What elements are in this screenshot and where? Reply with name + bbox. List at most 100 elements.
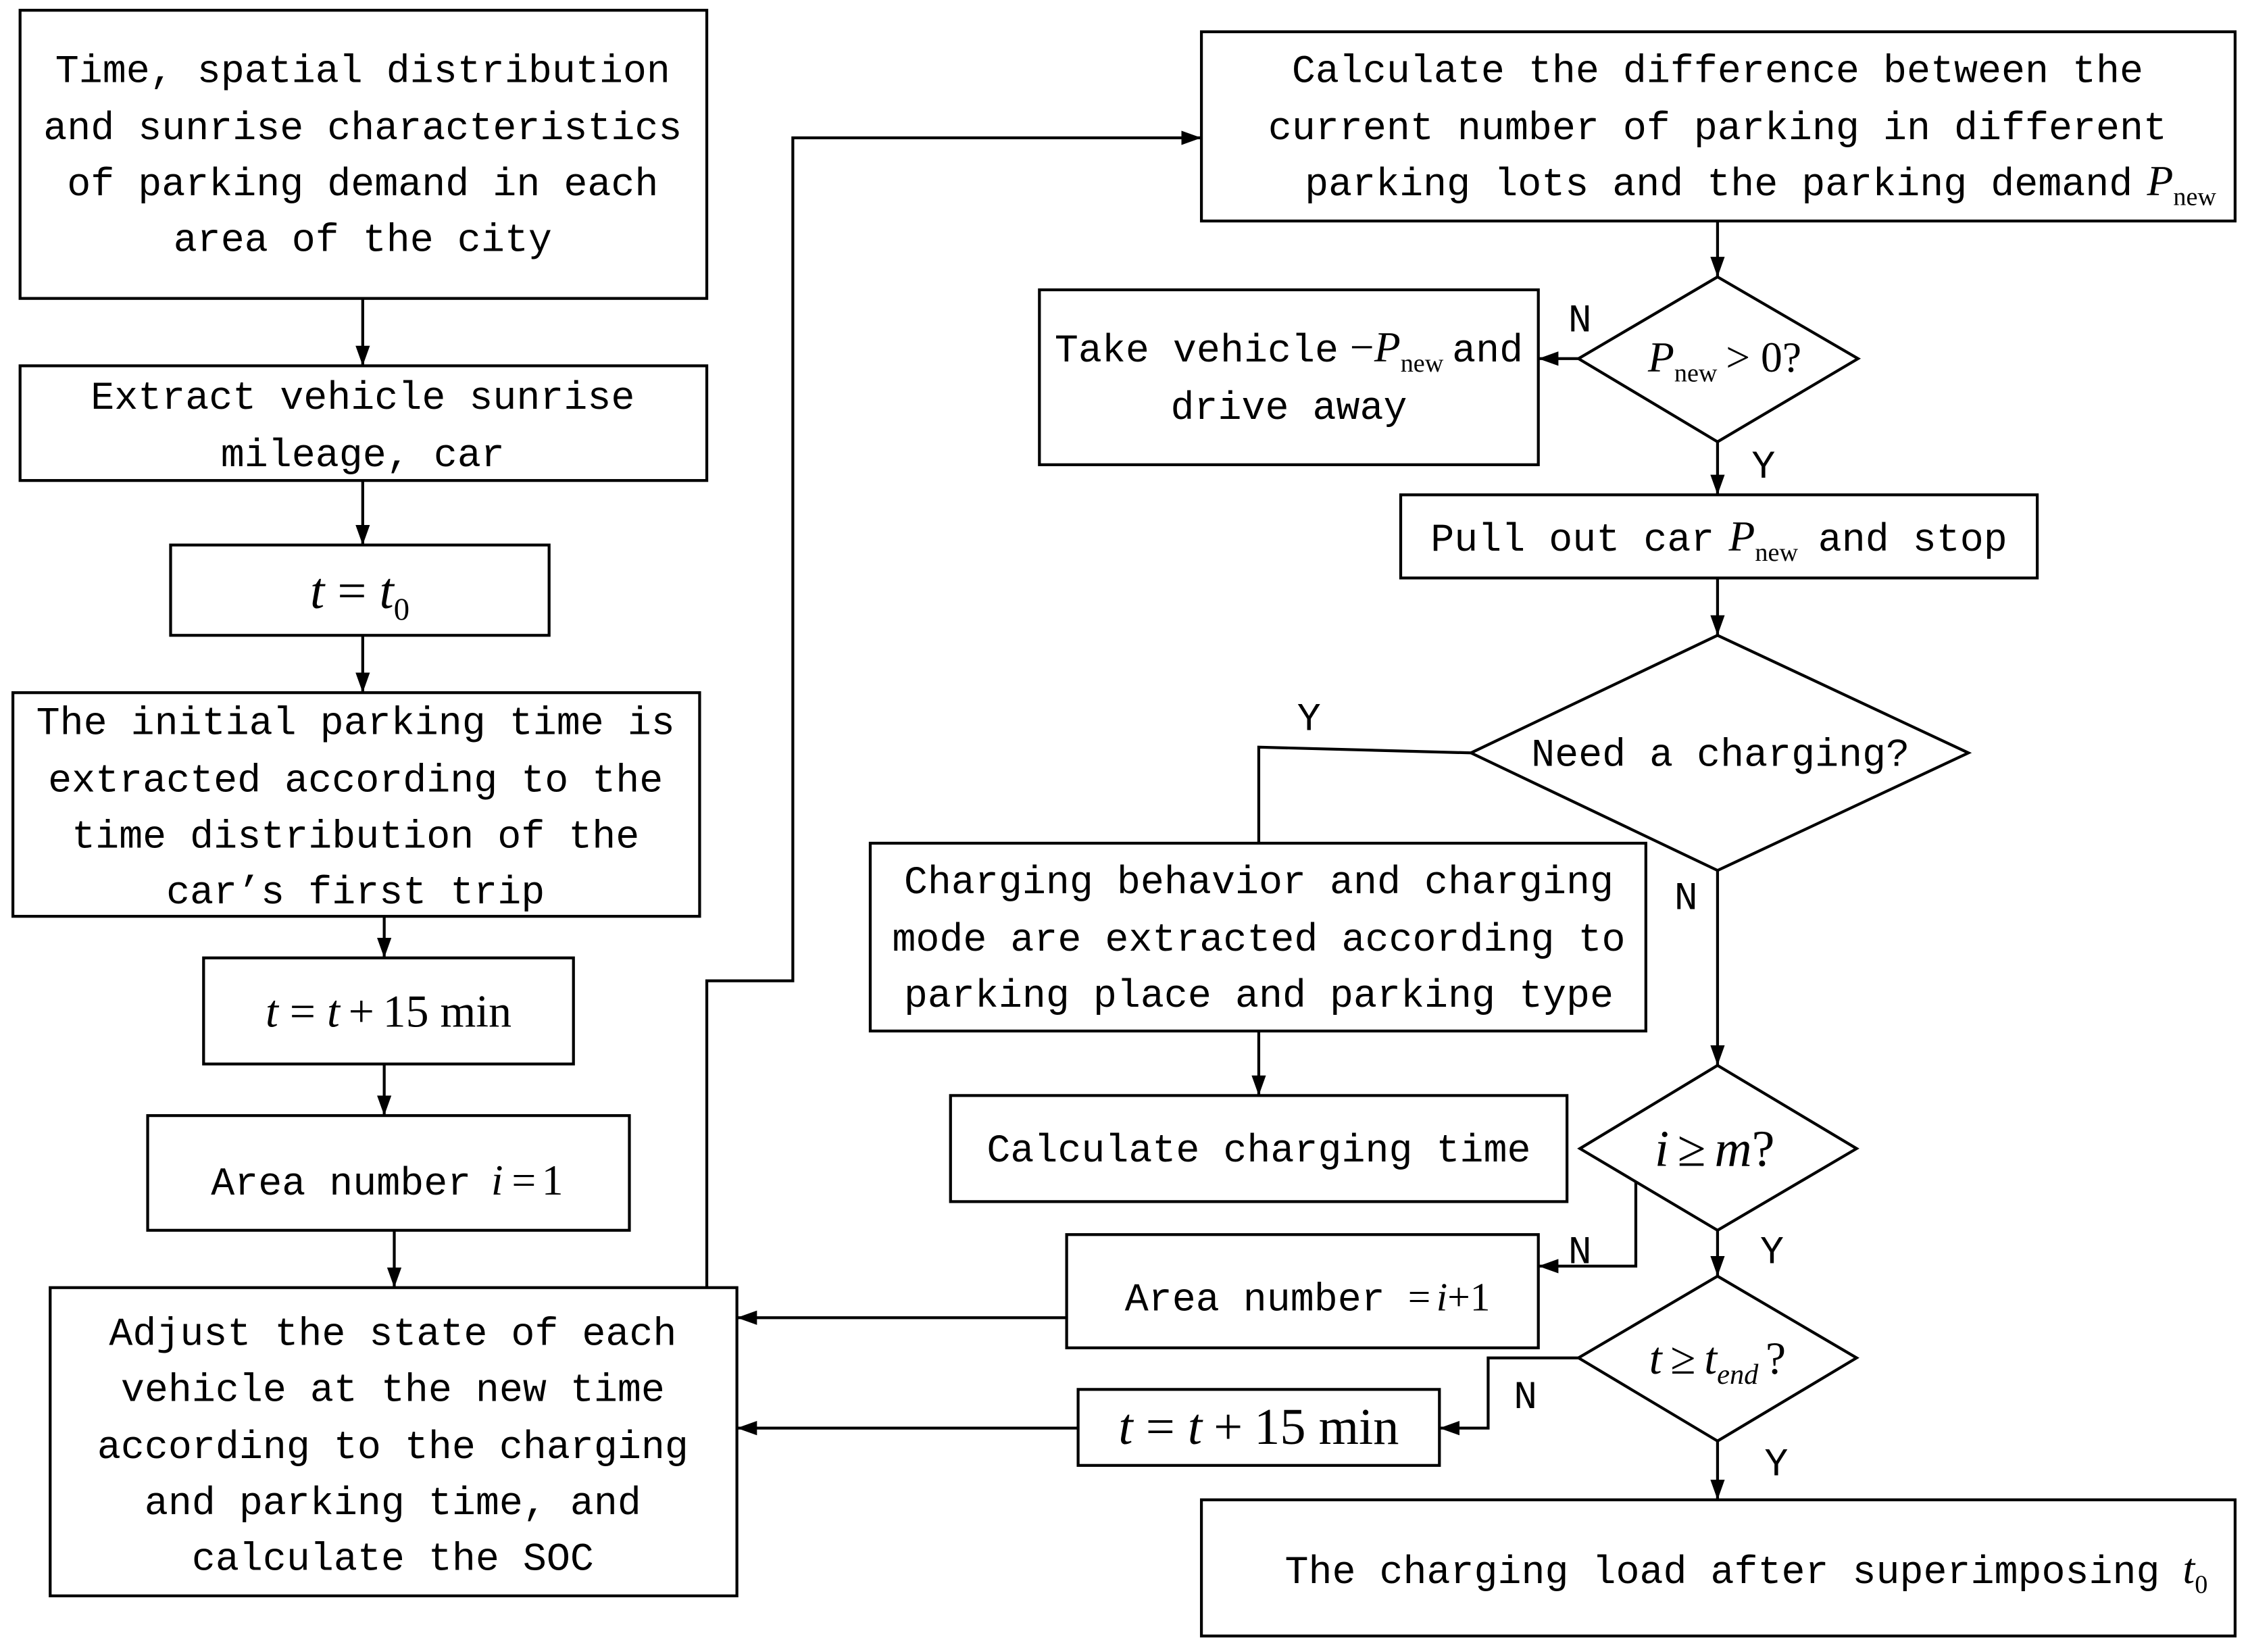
variable-t: t	[1118, 1398, 1134, 1455]
process-box	[18, 364, 709, 482]
condition: > 0?	[1726, 333, 1801, 381]
decision-pnew-check: Pnew> 0?	[1575, 275, 1862, 444]
process-box	[1065, 1233, 1540, 1349]
connectors	[355, 130, 1725, 1500]
step-text-line: extracted according to the	[48, 759, 663, 804]
symbol-p: P	[2146, 157, 2173, 205]
step-unit: min	[440, 986, 511, 1037]
process-box	[1199, 30, 2237, 223]
symbol-p: P	[1374, 323, 1401, 371]
variable-m: m	[1714, 1120, 1751, 1177]
process-box	[202, 956, 575, 1066]
question-mark: ?	[1752, 1120, 1775, 1177]
decision-text: Pnew> 0?	[1647, 333, 1801, 388]
increment-value: 1	[1470, 1275, 1491, 1320]
variable-t: t	[380, 562, 395, 620]
decision-diamond	[1575, 275, 1862, 444]
step-text-line: mode are extracted according to	[892, 918, 1625, 963]
process-box	[1399, 493, 2039, 580]
variable-t: t	[1649, 1333, 1664, 1384]
process-box	[1038, 288, 1540, 466]
init-time-expression: t=t0	[310, 562, 409, 627]
step-extract-mileage: Extract vehicle sunrise mileage, car	[18, 364, 709, 482]
step-text-line: Adjust the state of each	[109, 1312, 676, 1357]
step-amount: 15	[383, 986, 429, 1037]
variable-t: t	[2183, 1545, 2196, 1593]
step-text-line: calculate the SOC	[192, 1537, 594, 1582]
area-value: 1	[542, 1156, 564, 1204]
subscript: new	[1401, 349, 1444, 378]
plus-sign: +	[349, 986, 374, 1037]
minus-sign: −	[1350, 323, 1374, 371]
equals-sign: =	[290, 986, 316, 1037]
symbol-p: P	[1728, 512, 1755, 560]
variable-t: t	[266, 986, 280, 1037]
step-text-line: and sunrise characteristics	[43, 106, 682, 151]
decision-area-check: i≥m?	[1577, 1063, 1859, 1232]
step-text: Take vehicle	[1055, 328, 1339, 374]
step-text: and	[1452, 328, 1523, 374]
step-text-line: Extract vehicle sunrise	[91, 376, 634, 421]
step-text-line: Charging behavior and charging	[904, 860, 1614, 905]
variable-t: t	[1188, 1398, 1203, 1455]
step-init-time: t=t0	[169, 543, 551, 637]
subscript: end	[1717, 1359, 1759, 1391]
process-box	[49, 1286, 739, 1598]
step-area-increment: Area number =i+1	[1065, 1233, 1540, 1349]
equals-sign: =	[511, 1156, 536, 1204]
decision-text: t≥tend?	[1649, 1333, 1786, 1391]
step-text-line: The initial parking time is	[36, 701, 675, 747]
step-charging-behavior: Charging behavior and charging mode are …	[868, 841, 1647, 1033]
step-result: The charging load after superimposing t0	[1199, 1498, 2237, 1638]
process-box	[146, 1113, 631, 1232]
branch-label-yes: Y	[1297, 697, 1321, 742]
step-text: The charging load after superimposing	[1284, 1550, 2159, 1595]
step-text-line: area of the city	[174, 218, 552, 264]
decision-text: i≥m?	[1655, 1120, 1775, 1177]
step-text-line: car’s first trip	[166, 870, 545, 916]
equals-sign: =	[1146, 1398, 1175, 1455]
branch-label-no: N	[1674, 876, 1698, 922]
decision-need-charging: Need a charging?	[1468, 633, 1972, 872]
process-box	[868, 841, 1647, 1033]
arrow-area-no-to-area-increment	[1538, 1181, 1638, 1274]
decision-end-check: t≥tend?	[1575, 1274, 1859, 1443]
branch-label-no: N	[1568, 1230, 1592, 1276]
arrow-adjust-state-to-calc-difference	[705, 130, 1202, 1288]
subscript: new	[1755, 539, 1798, 567]
step-text-line: Time, spatial distribution	[55, 49, 670, 94]
branch-label-yes: Y	[1751, 445, 1775, 490]
variable-t: t	[310, 562, 326, 620]
step-charging-time: Calculate charging time	[949, 1094, 1569, 1203]
geq-sign: ≥	[1670, 1333, 1695, 1384]
process-box	[169, 543, 551, 637]
variable-t: t	[1704, 1333, 1718, 1384]
plus-sign: +	[1447, 1275, 1470, 1320]
area-label: Area number	[1125, 1278, 1385, 1323]
process-box	[1199, 1498, 2237, 1638]
step-text-line: drive away	[1170, 386, 1407, 431]
subscript: 0	[2195, 1571, 2207, 1599]
question-mark: ?	[1766, 1333, 1786, 1384]
step-demand-characteristics: Time, spatial distribution and sunrise c…	[18, 9, 709, 300]
process-box	[11, 691, 701, 918]
step-text-line: The charging load after superimposing t0	[1284, 1545, 2207, 1599]
process-box	[949, 1094, 1569, 1203]
step-amount: 15	[1254, 1398, 1305, 1455]
step-text-line: current number of parking in different	[1268, 106, 2167, 151]
variable-i: i	[1437, 1275, 1448, 1320]
equals-sign: =	[1408, 1275, 1431, 1320]
arrow-end-no-to-time-step-loop	[1439, 1356, 1579, 1436]
subscript: 0	[394, 592, 409, 627]
